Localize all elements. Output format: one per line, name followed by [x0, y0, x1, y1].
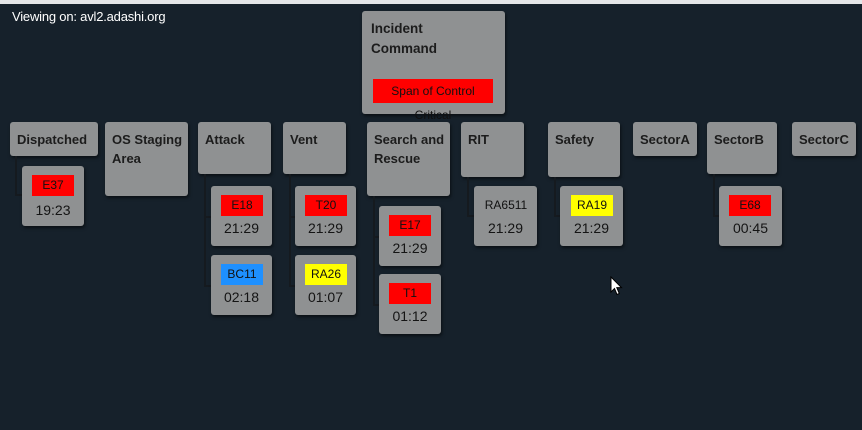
unit-card-t1[interactable]: T1 01:12 [379, 274, 441, 334]
unit-card-t20[interactable]: T20 21:29 [295, 186, 356, 246]
unit-id-badge: T20 [305, 195, 347, 216]
connector-line [467, 215, 475, 217]
group-rit[interactable]: RIT [461, 122, 524, 177]
unit-id-badge: E17 [389, 215, 431, 236]
group-label: Attack [205, 132, 245, 147]
connector-line [554, 215, 562, 217]
connector-line [373, 304, 381, 306]
connector-line [289, 285, 297, 287]
unit-time: 00:45 [732, 220, 769, 236]
unit-card-ra26[interactable]: RA26 01:07 [295, 255, 356, 315]
incident-command-title: Incident Command [371, 21, 438, 56]
unit-id-badge: E18 [221, 195, 263, 216]
unit-card-e17[interactable]: E17 21:29 [379, 206, 441, 266]
connector-line [15, 194, 23, 196]
group-sector-c[interactable]: SectorC [792, 122, 856, 156]
unit-id-badge: RA19 [571, 195, 613, 216]
group-label: Vent [290, 132, 318, 147]
unit-card-e18[interactable]: E18 21:29 [211, 186, 272, 246]
unit-card-bc11[interactable]: BC11 02:18 [211, 255, 272, 315]
unit-card-e68[interactable]: E68 00:45 [719, 186, 782, 246]
unit-id-badge: E68 [729, 195, 771, 216]
unit-time: 21:29 [487, 220, 524, 236]
group-vent[interactable]: Vent [283, 122, 346, 174]
unit-time: 21:29 [307, 220, 344, 236]
connector-line [204, 216, 212, 218]
group-label: Dispatched [17, 132, 88, 147]
group-sector-b[interactable]: SectorB [707, 122, 777, 174]
incident-command-box[interactable]: Incident Command Span of Control Critica… [362, 11, 505, 122]
unit-time: 21:29 [223, 220, 260, 236]
unit-time: 19:23 [35, 202, 71, 218]
unit-id-badge: T1 [389, 283, 431, 304]
top-strip [0, 0, 862, 4]
mouse-cursor-icon [610, 276, 623, 296]
connector-line [204, 285, 212, 287]
connector-line [15, 156, 17, 196]
connector-line [204, 174, 206, 286]
unit-time: 01:12 [392, 308, 428, 324]
connector-line [554, 177, 556, 217]
unit-card-e37[interactable]: E37 19:23 [22, 166, 84, 226]
connector-line [467, 177, 469, 217]
group-os-staging-area[interactable]: OS Staging Area [105, 122, 188, 196]
group-label: Search and Rescue [374, 132, 445, 166]
unit-card-ra19[interactable]: RA19 21:29 [560, 186, 623, 246]
group-label: SectorB [714, 132, 764, 147]
connector-line [289, 216, 297, 218]
unit-time: 21:29 [573, 220, 610, 236]
group-label: SectorA [640, 132, 690, 147]
unit-id-badge: RA6511 [484, 198, 528, 212]
connector-line [713, 215, 721, 217]
connector-line [289, 174, 291, 286]
group-label: RIT [468, 132, 489, 147]
group-label: SectorC [799, 132, 849, 147]
group-attack[interactable]: Attack [198, 122, 271, 174]
unit-id-badge: BC11 [221, 264, 263, 285]
span-of-control-badge: Span of Control Critical [373, 79, 493, 122]
unit-id-badge: E37 [32, 175, 74, 196]
unit-time: 21:29 [392, 240, 428, 256]
viewing-on-label: Viewing on: avl2.adashi.org [12, 9, 166, 24]
group-sector-a[interactable]: SectorA [633, 122, 697, 156]
group-search-and-rescue[interactable]: Search and Rescue [367, 122, 450, 196]
group-safety[interactable]: Safety [548, 122, 620, 177]
unit-time: 01:07 [307, 289, 344, 305]
unit-time: 02:18 [223, 289, 260, 305]
connector-line [373, 196, 375, 306]
group-dispatched[interactable]: Dispatched [10, 122, 98, 156]
group-label: OS Staging Area [112, 132, 183, 166]
unit-card-ra6511[interactable]: RA6511 21:29 [474, 186, 537, 246]
connector-line [373, 236, 381, 238]
connector-line [713, 174, 715, 216]
group-label: Safety [555, 132, 595, 147]
unit-id-badge: RA26 [305, 264, 347, 285]
